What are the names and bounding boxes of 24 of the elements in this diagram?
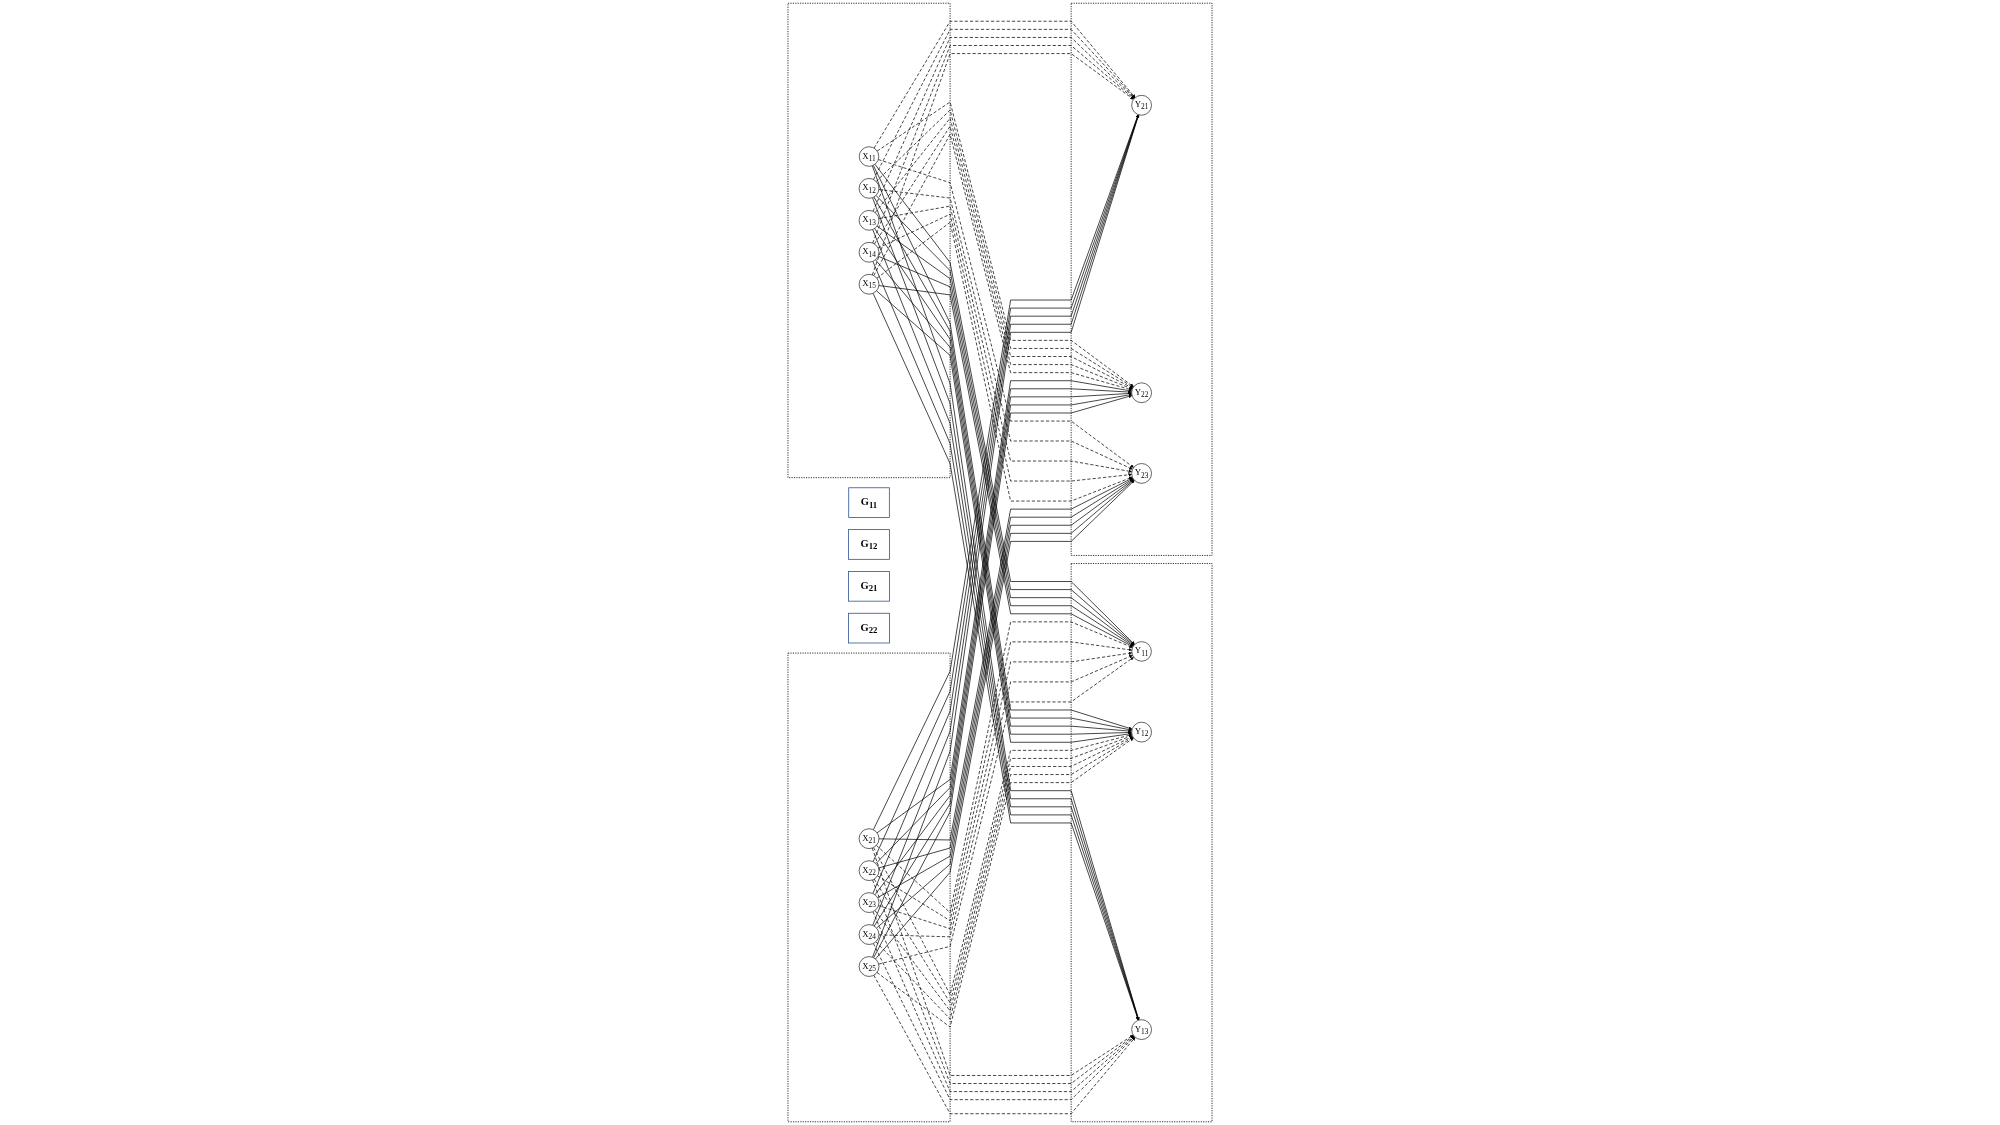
node-circle: Y$_{12}$ <box>1131 721 1152 743</box>
node-circle: X$_{14}$ <box>858 242 880 263</box>
node-circle: X$_{13}$ <box>858 210 880 231</box>
node-circle: X$_{22}$ <box>858 860 880 881</box>
node-circle: X$_{21}$ <box>858 828 880 849</box>
node-circle: Y$_{23}$ <box>1131 463 1152 484</box>
node-circle: X$_{25}$ <box>858 956 880 977</box>
cluster <box>787 2 951 479</box>
node-box: G$_{12}$ <box>848 529 890 560</box>
node-circle: Y$_{13}$ <box>1131 1019 1152 1040</box>
cluster <box>1070 563 1213 1123</box>
node-circle: X$_{12}$ <box>858 178 880 199</box>
cluster <box>1070 2 1213 556</box>
cluster <box>787 652 951 1123</box>
node-circle: X$_{11}$ <box>858 146 880 167</box>
node-circle: Y$_{21}$ <box>1131 95 1152 116</box>
node-circle: X$_{23}$ <box>858 892 880 913</box>
node-circle: X$_{24}$ <box>858 924 880 945</box>
node-circle: X$_{15}$ <box>858 274 880 295</box>
node-box: G$_{21}$ <box>848 571 890 602</box>
node-box: G$_{22}$ <box>848 612 890 644</box>
node-box: G$_{11}$ <box>848 487 890 518</box>
node-circle: Y$_{22}$ <box>1131 382 1152 403</box>
node-circle: Y$_{11}$ <box>1131 641 1152 662</box>
